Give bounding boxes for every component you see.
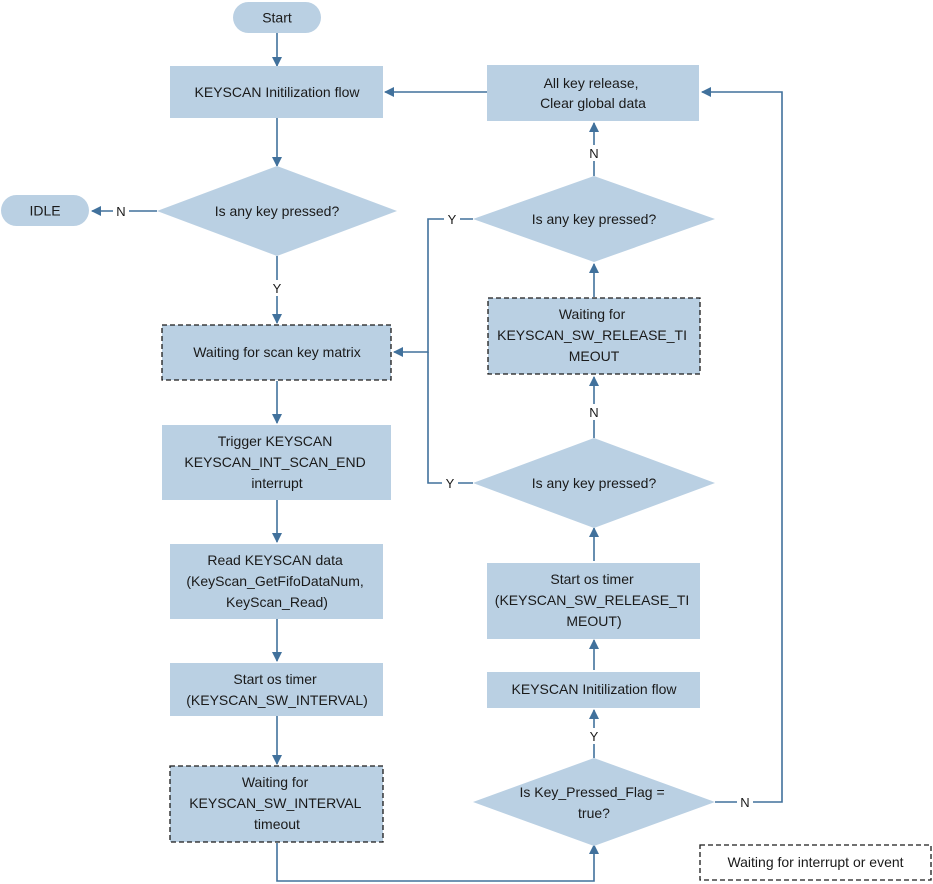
node-decision-flag-line-1: Is Key_Pressed_Flag = [519,784,664,800]
node-all-release-line-1: All key release, [544,75,639,91]
node-wait-interval-line-3: timeout [254,816,300,832]
node-start-timer-release-line-2: (KEYSCAN_SW_RELEASE_TI [495,592,690,608]
edge-wait-interval-to-flag [276,843,599,882]
svg-text:Waiting for KEYSCAN_SW_I: Waiting for KEYSCAN_SW_INTERVAL timeout [189,774,365,832]
node-start-label: Start [262,10,292,26]
node-start: Start [233,2,321,33]
node-all-release: All key release, Clear global data [487,65,699,121]
svg-text:All key release, Clear g: All key release, Clear global data [540,75,646,111]
edge-label-n-idle: N [116,204,125,219]
svg-text:Read KEYSCAN data (KeySc: Read KEYSCAN data (KeyScan_GetFifoDataNu… [186,552,367,610]
node-read-data-line-3: KeyScan_Read) [226,594,328,610]
svg-text:Waiting for KEYSCAN_SW_R: Waiting for KEYSCAN_SW_RELEASE_TI MEOUT [497,306,691,364]
node-wait-interval-line-2: KEYSCAN_SW_INTERVAL [189,795,361,811]
edge-top-yes-to-wait-scan [393,218,473,357]
edge-label-y-mid: Y [446,476,455,491]
node-read-data-line-1: Read KEYSCAN data [207,552,343,568]
node-decision-key-pressed-top: Is any key pressed? [473,176,715,262]
node-wait-release-line-3: MEOUT [569,348,620,364]
node-idle-label: IDLE [29,203,60,219]
edge-label-n-all-release: N [589,146,598,161]
node-wait-scan: Waiting for scan key matrix [161,324,392,381]
legend-label: Waiting for interrupt or event [727,854,903,870]
edge-label-y-top: Y [448,212,457,227]
svg-text:Start os timer (KEYSCAN_: Start os timer (KEYSCAN_SW_RELEASE_TI ME… [495,571,693,629]
node-idle: IDLE [1,195,89,226]
node-trigger: Trigger KEYSCAN KEYSCAN_INT_SCAN_END int… [162,425,391,500]
legend: Waiting for interrupt or event [699,844,932,881]
svg-text:Start os timer (KEYSCAN_: Start os timer (KEYSCAN_SW_INTERVAL) [186,671,368,708]
node-wait-scan-label: Waiting for scan key matrix [193,344,361,360]
edge-label-y-wait-scan: Y [273,281,282,296]
edge-mid-yes-to-wait-scan [427,352,473,484]
node-decision-key-pressed-top-label: Is any key pressed? [532,211,657,227]
node-wait-release-line-1: Waiting for [559,306,626,322]
edge-labels: N Y N Y N Y Y N [113,145,753,810]
node-decision-flag: Is Key_Pressed_Flag = true? [473,758,715,846]
node-decision-key-pressed-mid: Is any key pressed? [473,438,715,528]
node-trigger-line-1: Trigger KEYSCAN [218,433,333,449]
node-start-timer-interval-line-1: Start os timer [233,671,317,687]
edge-label-y-init2: Y [590,729,599,744]
node-start-timer-interval: Start os timer (KEYSCAN_SW_INTERVAL) [170,663,383,716]
node-start-timer-release-line-1: Start os timer [550,571,634,587]
node-wait-interval-line-1: Waiting for [242,774,309,790]
node-wait-release: Waiting for KEYSCAN_SW_RELEASE_TI MEOUT [487,297,701,375]
edge-label-n-wait-release: N [589,405,598,420]
node-trigger-line-3: interrupt [251,475,302,491]
node-read-data: Read KEYSCAN data (KeyScan_GetFifoDataNu… [170,544,383,619]
node-decision-key-pressed-mid-label: Is any key pressed? [532,475,657,491]
node-wait-interval: Waiting for KEYSCAN_SW_INTERVAL timeout [169,765,384,843]
edge-flag-no-to-all-release [701,87,783,803]
node-start-timer-release: Start os timer (KEYSCAN_SW_RELEASE_TI ME… [487,563,700,639]
svg-text:Trigger KEYSCAN KEYSCAN_: Trigger KEYSCAN KEYSCAN_INT_SCAN_END int… [184,433,369,491]
node-wait-release-line-2: KEYSCAN_SW_RELEASE_TI [497,327,687,343]
node-all-release-line-2: Clear global data [540,95,646,111]
node-decision-key-pressed-label: Is any key pressed? [215,203,340,219]
node-read-data-line-2: (KeyScan_GetFifoDataNum, [186,573,363,589]
svg-text:Is Key_Pressed_Flag = tr: Is Key_Pressed_Flag = true? [519,784,668,821]
edge-label-n-flag: N [740,795,749,810]
node-init-flow-2: KEYSCAN Initilization flow [487,672,700,708]
node-init-flow-2-label: KEYSCAN Initilization flow [512,681,678,697]
node-start-timer-release-line-3: MEOUT) [566,613,621,629]
node-decision-key-pressed: Is any key pressed? [157,166,397,256]
node-trigger-line-2: KEYSCAN_INT_SCAN_END [184,454,365,470]
node-decision-flag-line-2: true? [578,805,610,821]
node-init-flow: KEYSCAN Initilization flow [170,66,383,118]
node-init-flow-label: KEYSCAN Initilization flow [195,84,361,100]
node-start-timer-interval-line-2: (KEYSCAN_SW_INTERVAL) [186,692,368,708]
